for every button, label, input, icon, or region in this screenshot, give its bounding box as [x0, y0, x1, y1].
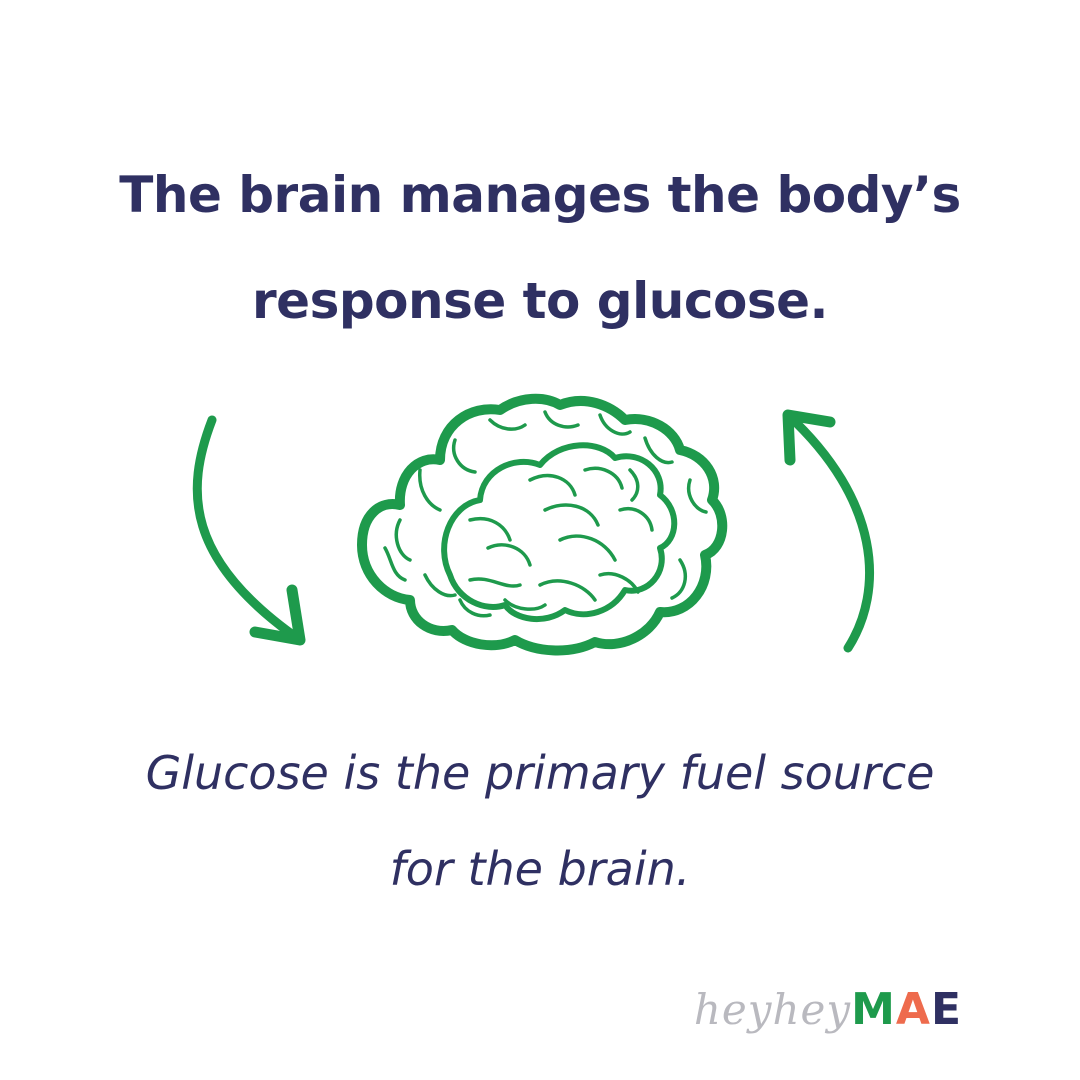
arrow-up-curved-icon: [782, 409, 875, 653]
logo-script-text: heyhey: [693, 985, 852, 1034]
logo-letter-a: A: [895, 984, 931, 1035]
brand-logo: heyhey MAE: [694, 984, 962, 1044]
arrow-down-curved-icon: [192, 415, 306, 646]
headline-line-1: The brain manages the body’s: [119, 166, 961, 224]
headline-line-2: response to glucose.: [252, 272, 829, 330]
logo-letter-m: M: [851, 984, 896, 1035]
logo-brand-text: MAE: [851, 984, 962, 1035]
caption-line-1: Glucose is the primary fuel source: [145, 746, 935, 800]
brain-icon: [357, 393, 728, 656]
caption-line-2: for the brain.: [389, 842, 691, 896]
logo-letter-e: E: [930, 984, 962, 1035]
